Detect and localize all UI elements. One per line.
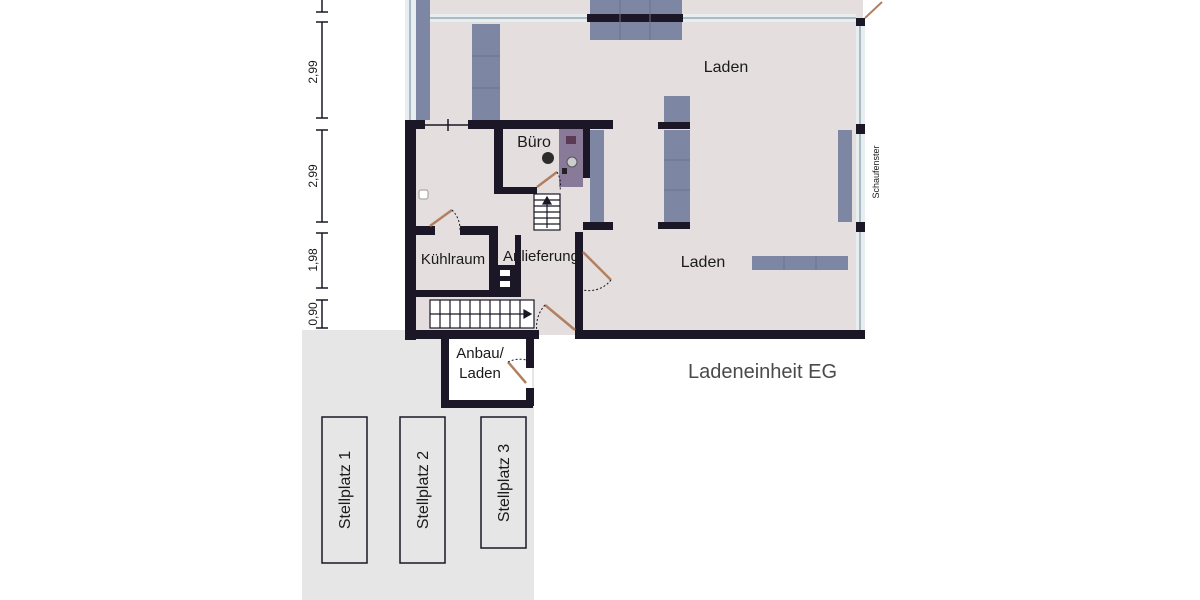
room-label-buero: Büro [517, 134, 551, 151]
dimension-label: 0,90 [306, 302, 320, 326]
dimension-label: 1,98 [306, 248, 320, 272]
parking-label-1: Stellplatz 1 [337, 451, 354, 529]
stairs-bottom [429, 299, 535, 329]
room-label-laden-top: Laden [704, 59, 749, 76]
parking-spot-3 [480, 416, 527, 549]
room-label-laden-bottom: Laden [681, 254, 726, 271]
side-label-schaufenster: Schaufenster [871, 145, 881, 198]
stairs-inner [533, 193, 561, 231]
room-label-anlieferung: Anlieferung [503, 248, 579, 265]
shelves [416, 0, 852, 270]
extension-floor [444, 335, 532, 405]
shelf-dividers [472, 0, 817, 270]
plan-title: Ladeneinheit EG [688, 361, 837, 383]
doors [429, 1, 883, 384]
dimension-labels: 2,99 2,99 1,98 0,90 [306, 60, 320, 326]
dimension-label: 2,99 [306, 60, 320, 84]
room-label-anbau-line1: Anbau/ [456, 345, 504, 362]
sink-icon [418, 189, 429, 200]
office-furniture [542, 129, 583, 187]
parking-spots: Stellplatz 1 Stellplatz 2 Stellplatz 3 [321, 416, 527, 564]
room-label-anbau-line2: Laden [459, 365, 501, 382]
parking-label-3: Stellplatz 3 [496, 444, 513, 522]
room-label-kuehlraum: Kühlraum [421, 251, 485, 268]
windows [405, 0, 865, 330]
door-marks [425, 119, 468, 131]
parking-spot-1 [321, 416, 368, 564]
parking-spot-2 [399, 416, 446, 564]
dimension-lines [316, 0, 328, 329]
parking-label-2: Stellplatz 2 [415, 451, 432, 529]
walls [405, 0, 865, 408]
dimension-label: 2,99 [306, 164, 320, 188]
